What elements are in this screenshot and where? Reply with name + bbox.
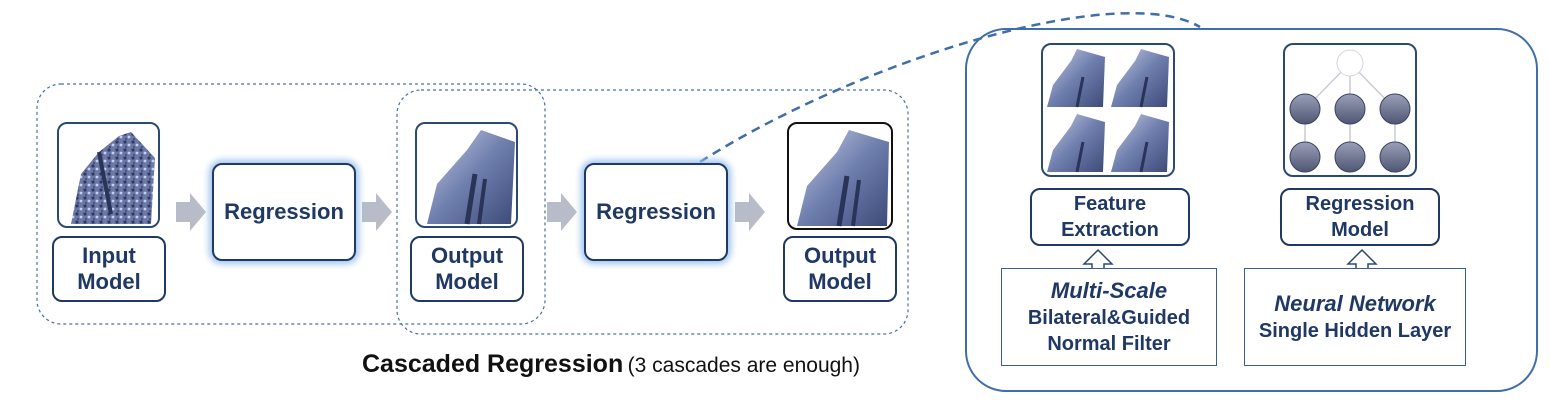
regression-box-1: Regression bbox=[212, 163, 356, 261]
feature-extraction-text: Feature Extraction bbox=[1061, 193, 1159, 241]
output-model-1-thumbnail bbox=[415, 122, 518, 228]
output-model-1-text: Output Model bbox=[430, 242, 504, 294]
diagram-caption: Cascaded Regression (3 cascades are enou… bbox=[362, 350, 860, 379]
smoothed-mesh-image-1 bbox=[427, 130, 515, 225]
network-line-2: Single Hidden Layer bbox=[1258, 320, 1452, 343]
feature-extraction-box: Feature Extraction bbox=[1030, 188, 1190, 246]
network-line-1: Neural Network bbox=[1274, 290, 1436, 316]
caption-note: (3 cascades are enough) bbox=[627, 354, 860, 377]
arrow-4 bbox=[735, 193, 765, 231]
network-thumbnail bbox=[1283, 43, 1417, 177]
regression-2-text: Regression bbox=[596, 198, 716, 224]
regression-box-2: Regression bbox=[584, 163, 728, 261]
arrow-3 bbox=[547, 193, 577, 231]
arrow-1 bbox=[176, 193, 206, 231]
regression-1-text: Regression bbox=[224, 198, 344, 224]
cascade-group-1 bbox=[36, 83, 546, 325]
output-model-1-label: Output Model bbox=[410, 236, 524, 302]
output-model-2-text: Output Model bbox=[803, 242, 877, 294]
filter-line-2: Bilateral&Guided bbox=[1027, 307, 1191, 330]
output-model-2-thumbnail bbox=[787, 122, 893, 230]
smoothed-mesh-image-2 bbox=[797, 130, 889, 227]
input-model-thumbnail bbox=[57, 122, 160, 228]
multi-scale-mesh-grid bbox=[1047, 49, 1169, 173]
cascade-group-2 bbox=[396, 89, 909, 335]
filter-source-box: Multi-Scale Bilateral&Guided Normal Filt… bbox=[1001, 268, 1217, 366]
regression-model-box: Regression Model bbox=[1280, 188, 1440, 246]
network-source-box: Neural Network Single Hidden Layer bbox=[1244, 268, 1466, 366]
output-model-2-label: Output Model bbox=[783, 236, 897, 302]
zoom-connector bbox=[699, 11, 1201, 164]
feature-thumbnails bbox=[1041, 43, 1175, 177]
input-model-text: Input Model bbox=[77, 242, 141, 294]
input-model-label: Input Model bbox=[52, 236, 166, 302]
neural-network-icon bbox=[1289, 49, 1411, 173]
filter-line-3: Normal Filter bbox=[1047, 333, 1171, 356]
regression-model-text: Regression Model bbox=[1305, 193, 1415, 241]
noisy-mesh-image bbox=[71, 132, 155, 224]
arrow-2 bbox=[362, 193, 392, 231]
caption-title: Cascaded Regression bbox=[362, 350, 624, 378]
filter-line-1: Multi-Scale bbox=[1050, 277, 1168, 303]
